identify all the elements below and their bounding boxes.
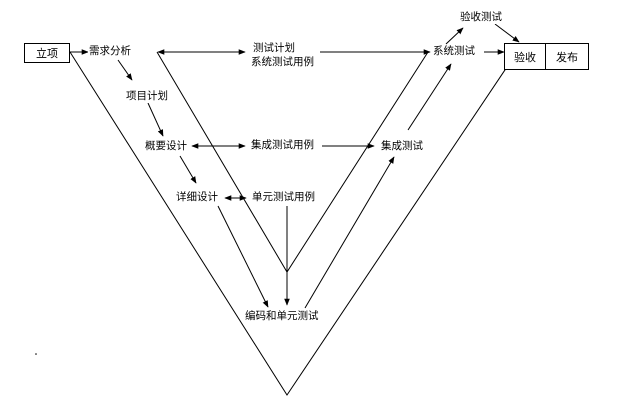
inner-v-outline bbox=[156, 51, 429, 273]
acceptance-label: 验收 bbox=[514, 50, 536, 64]
project-start-box: 立项 bbox=[24, 43, 70, 63]
arrow-design-to-detailed bbox=[179, 155, 197, 184]
release-label: 发布 bbox=[556, 50, 578, 64]
system-test-label: 系统测试 bbox=[432, 45, 476, 58]
project-plan-label: 项目计划 bbox=[125, 90, 169, 103]
outer-v-outline bbox=[69, 51, 518, 396]
arrow-requirements-to-plan bbox=[117, 59, 133, 81]
high-level-design-label: 概要设计 bbox=[144, 140, 188, 153]
arrow-acceptance-test-to-box bbox=[494, 23, 520, 43]
release-box: 发布 bbox=[545, 43, 589, 70]
requirements-analysis-label: 需求分析 bbox=[88, 45, 132, 58]
arrow-plan-to-design bbox=[147, 102, 164, 137]
test-plan-label: 测试计划 bbox=[253, 42, 295, 54]
system-test-cases-label: 系统测试用例 bbox=[251, 56, 314, 68]
project-start-label: 立项 bbox=[36, 47, 58, 60]
coding-unit-test-label: 编码和单元测试 bbox=[244, 310, 320, 323]
arrow-coding-to-integration bbox=[304, 156, 395, 309]
acceptance-test-label: 验收测试 bbox=[459, 11, 503, 24]
arrow-detailed-to-coding bbox=[217, 205, 269, 308]
stray-dot bbox=[35, 353, 37, 355]
integration-test-cases-label: 集成测试用例 bbox=[250, 139, 315, 152]
arrow-system-to-acceptance-test bbox=[445, 27, 464, 45]
unit-test-cases-label: 单元测试用例 bbox=[251, 191, 316, 204]
arrow-integration-to-system bbox=[407, 63, 452, 131]
acceptance-box: 验收 bbox=[504, 43, 546, 70]
integration-test-label: 集成测试 bbox=[380, 140, 424, 153]
detailed-design-label: 详细设计 bbox=[175, 191, 219, 204]
